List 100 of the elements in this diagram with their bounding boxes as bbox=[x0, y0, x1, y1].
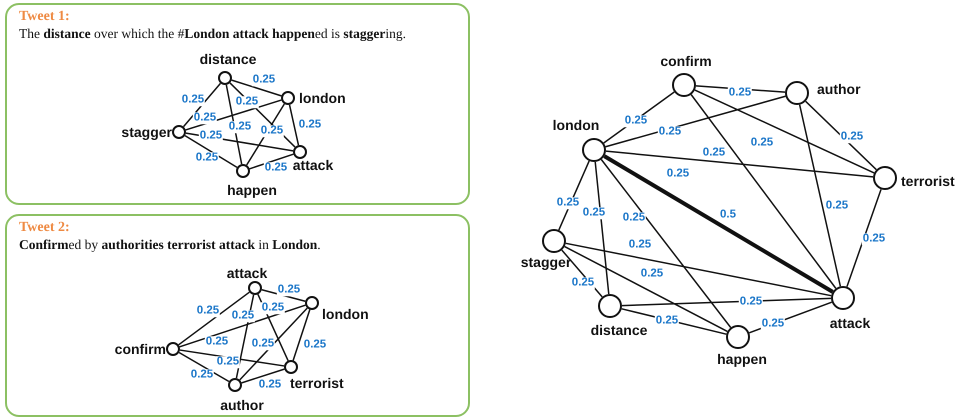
edge-label: 0.25 bbox=[582, 207, 606, 219]
tweet-heading: Tweet 1: bbox=[19, 9, 70, 25]
graph-node-circle bbox=[172, 125, 186, 139]
node-label: attack bbox=[830, 316, 870, 330]
edge-label: 0.25 bbox=[570, 277, 596, 289]
edge-label: 0.25 bbox=[840, 131, 864, 143]
edge-label: 0.25 bbox=[230, 310, 256, 322]
edge-label: 0.25 bbox=[738, 296, 764, 308]
node-label: terrorist bbox=[290, 376, 344, 390]
tweet-text: The distance over which the #London attack happened is staggering. bbox=[19, 26, 406, 42]
edge-label: 0.25 bbox=[624, 115, 648, 127]
graph-node-circle bbox=[218, 71, 232, 85]
node-label: happen bbox=[227, 183, 277, 197]
edge-line bbox=[249, 154, 294, 170]
edge-label: 0.25 bbox=[750, 137, 774, 149]
graph-node-circle bbox=[248, 281, 262, 295]
node-label: london bbox=[299, 91, 346, 105]
node-label: distance bbox=[200, 52, 256, 66]
edge-label: 0.25 bbox=[622, 212, 646, 224]
node-label: stagger bbox=[121, 125, 172, 139]
node-label: london bbox=[552, 118, 600, 132]
node-label: terrorist bbox=[901, 174, 955, 188]
edge-line bbox=[805, 100, 877, 170]
node-label: happen bbox=[717, 352, 767, 366]
edge-label: 0.25 bbox=[180, 94, 206, 106]
graph-node-circle bbox=[873, 166, 897, 190]
edge-line bbox=[606, 150, 874, 178]
edge-line bbox=[622, 298, 832, 306]
graph-node-circle bbox=[726, 325, 750, 349]
edge-label: 0.25 bbox=[196, 305, 220, 317]
edge-label: 0.25 bbox=[276, 284, 302, 296]
edge-line bbox=[564, 246, 728, 332]
edge-label: 0.25 bbox=[260, 125, 284, 137]
edge-label: 0.25 bbox=[234, 96, 260, 108]
graph-node-circle bbox=[598, 294, 622, 318]
edge-label: 0.25 bbox=[250, 338, 276, 350]
edge-line bbox=[239, 308, 308, 380]
edge-line bbox=[179, 304, 306, 348]
graph-node-circle bbox=[281, 91, 295, 105]
edge-label: 0.25 bbox=[264, 162, 288, 174]
edge-label: 0.25 bbox=[192, 112, 218, 124]
edge-line bbox=[182, 82, 222, 128]
edge-line bbox=[594, 162, 610, 294]
edge-label: 0.25 bbox=[260, 302, 286, 314]
node-label: attack bbox=[292, 158, 334, 172]
edge-label: 0.25 bbox=[654, 315, 680, 327]
edge-label: 0.25 bbox=[760, 318, 786, 330]
edge-line bbox=[605, 96, 786, 148]
node-label: author bbox=[817, 82, 861, 96]
graph-node-circle bbox=[166, 342, 180, 356]
edge-line bbox=[846, 189, 882, 287]
edge-label: 0.25 bbox=[194, 152, 220, 164]
tweet-text: Confirmed by authorities terrorist attack in London. bbox=[19, 237, 321, 253]
node-label: distance bbox=[590, 323, 648, 337]
edge-label: 0.25 bbox=[228, 121, 252, 133]
graph-node-circle bbox=[284, 360, 298, 374]
edge-line bbox=[241, 368, 285, 384]
graph-node-circle bbox=[542, 229, 566, 253]
edge-label: 0.25 bbox=[302, 339, 328, 351]
edge-line bbox=[231, 79, 282, 97]
edge-label: 0.25 bbox=[824, 200, 850, 212]
edge-label: 0.25 bbox=[666, 168, 690, 180]
node-label: attack bbox=[226, 266, 268, 280]
edge-line bbox=[184, 135, 238, 168]
graph-node-circle bbox=[582, 138, 606, 162]
edge-label: 0.25 bbox=[702, 147, 726, 159]
graph-node-circle bbox=[785, 81, 809, 105]
edge-label: 0.25 bbox=[640, 268, 664, 280]
graph-node-circle bbox=[293, 145, 307, 159]
graph-node-circle bbox=[236, 164, 250, 178]
edge-label: 0.25 bbox=[298, 119, 322, 131]
edge-line bbox=[566, 242, 832, 296]
edge-label: 0.25 bbox=[198, 130, 224, 142]
edge-line bbox=[185, 99, 282, 131]
graph-node-circle bbox=[672, 73, 696, 97]
graph-node-circle bbox=[228, 378, 242, 392]
edge-line bbox=[690, 94, 836, 289]
edge-line bbox=[178, 352, 230, 382]
edge-line bbox=[288, 104, 300, 146]
node-label: confirm bbox=[660, 54, 712, 68]
node-label: london bbox=[322, 307, 369, 321]
edge-label: 0.25 bbox=[556, 197, 580, 209]
edge-line bbox=[600, 159, 732, 328]
edge-line bbox=[694, 89, 874, 174]
edge-label: 0.25 bbox=[190, 369, 214, 381]
tweet-heading: Tweet 2: bbox=[19, 220, 70, 236]
edge-label: 0.25 bbox=[658, 126, 682, 138]
edge-line bbox=[603, 154, 834, 294]
edge-label: 0.25 bbox=[728, 87, 752, 99]
edge-line bbox=[798, 104, 842, 286]
graph-node-circle bbox=[305, 296, 319, 310]
edge-label: 0.25 bbox=[216, 356, 240, 368]
node-label: stagger bbox=[520, 255, 572, 269]
graph-node-circle bbox=[831, 286, 855, 310]
node-label: confirm bbox=[114, 342, 166, 356]
edge-label: 0.5 bbox=[719, 209, 737, 221]
node-label: author bbox=[220, 398, 264, 412]
edge-label: 0.25 bbox=[252, 74, 276, 86]
edge-line bbox=[178, 292, 250, 346]
edge-label: 0.25 bbox=[204, 336, 230, 348]
